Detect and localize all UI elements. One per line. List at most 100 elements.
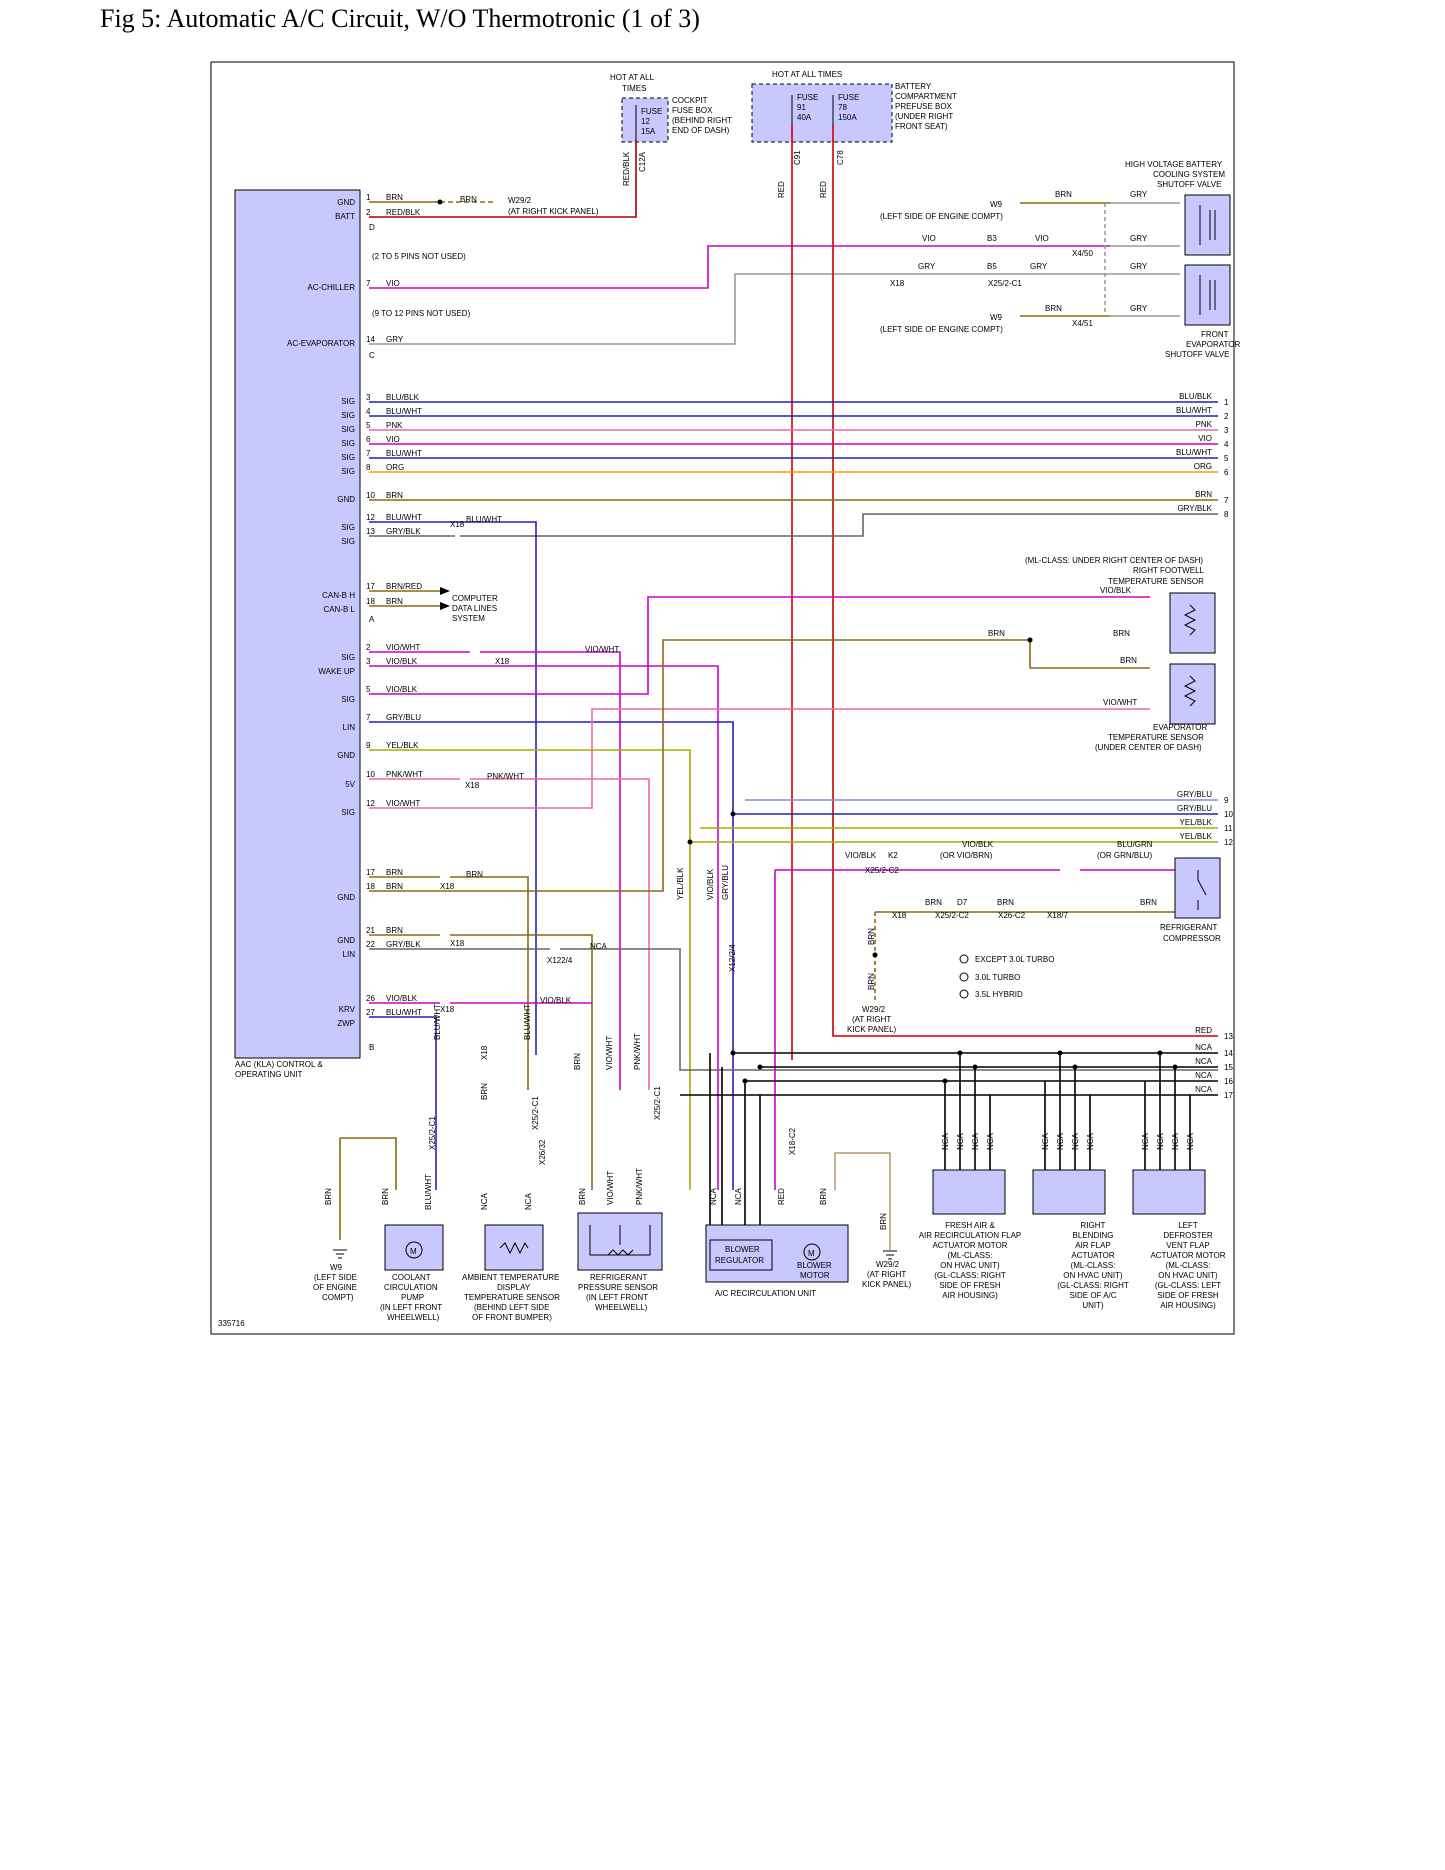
control-unit-pin-label: LIN [343, 950, 356, 959]
vertical-wire-label: RED [777, 1188, 786, 1205]
right-output-number: 8 [1224, 510, 1229, 519]
vertical-wire-label: X18-C2 [788, 1127, 797, 1155]
pin-number-b: 2 [366, 643, 371, 652]
right-output-number: 2 [1224, 412, 1229, 421]
w292-bottom-3: KICK PANEL) [862, 1280, 912, 1289]
control-unit-name: AAC (KLA) CONTROL & [235, 1060, 323, 1069]
right-output-number: 9 [1224, 796, 1229, 805]
vertical-wire-label: BRN [324, 1188, 333, 1205]
right-output-number: 17 [1224, 1091, 1233, 1100]
cockpit-box-3: (BEHIND RIGHT [672, 116, 732, 125]
pin-number-c: 7 [366, 279, 371, 288]
left-defrost-label: (GL-CLASS: LEFT [1155, 1281, 1221, 1290]
right-output-number: 3 [1224, 426, 1229, 435]
connector-x18: X18 [465, 781, 480, 790]
wire-color-a: ORG [386, 463, 404, 472]
evap-thermistor [1183, 675, 1197, 707]
wire-color-b: GRY/BLU [386, 713, 421, 722]
left-side-1: (LEFT SIDE OF ENGINE COMPT) [880, 212, 1003, 221]
gry-valve-2: GRY [1130, 234, 1148, 243]
right-output-number: 16 [1224, 1077, 1233, 1086]
hot-at-all-times-2: HOT AT ALL TIMES [772, 70, 842, 79]
wire-color-b: VIO/BLK [386, 994, 418, 1003]
junction-dots [437, 199, 1178, 1084]
vio-label-1: VIO [922, 234, 936, 243]
control-unit-pin-label: SIG [341, 467, 355, 476]
footwell-2: TEMPERATURE SENSOR [1108, 577, 1204, 586]
wire-label-vio-wht: VIO/WHT [585, 645, 619, 654]
control-unit-pin-label: GND [337, 893, 355, 902]
control-unit-pin-labels: GNDBATTAC-CHILLERAC-EVAPORATORSIGSIGSIGS… [287, 198, 356, 1028]
gry-valve-1: GRY [1130, 190, 1148, 199]
control-unit-pin-label: GND [337, 751, 355, 760]
actuator-nca-label: NCA [941, 1132, 950, 1150]
left-side-2: (LEFT SIDE OF ENGINE COMPT) [880, 325, 1003, 334]
pressure-2: PRESSURE SENSOR [578, 1283, 658, 1292]
wire-b27-bluwht [369, 1016, 437, 1190]
c12a-label: C12A [638, 151, 647, 172]
ambient-1: AMBIENT TEMPERATURE [462, 1273, 559, 1282]
vio-blk-footwell: VIO/BLK [1100, 586, 1132, 595]
computer-2: DATA LINES [452, 604, 497, 613]
left-defrost-label: (ML-CLASS: [1166, 1261, 1211, 1270]
battery-box-2: COMPARTMENT [895, 92, 957, 101]
connector-x18: X18 [495, 657, 510, 666]
right-output-number: 14 [1224, 1049, 1233, 1058]
wire-b5-vioblk [369, 596, 1150, 695]
vertical-wire-label: X18 [480, 1045, 489, 1060]
control-unit-pin-label: SIG [341, 808, 355, 817]
wire-color-b: VIO/BLK [386, 657, 418, 666]
vio-blk-k2: VIO/BLK [845, 851, 877, 860]
right-output-color: NCA [1195, 1071, 1213, 1080]
ml-class-note: (ML-CLASS: UNDER RIGHT CENTER OF DASH) [1025, 556, 1203, 565]
wire-b10-pnkwht [369, 778, 650, 1090]
right-output-number: 12 [1224, 838, 1233, 847]
hv-valve-box [1184, 194, 1231, 256]
pin-number-b: 21 [366, 926, 375, 935]
right-output-color: ORG [1194, 462, 1212, 471]
w9-top: W9 [990, 200, 1003, 209]
coolant-4: (IN LEFT FRONT [380, 1303, 442, 1312]
x25-2-c2-b: X25/2-C2 [935, 911, 969, 920]
blower-motor-m: M [808, 1249, 815, 1258]
wire-red-78 [832, 125, 1218, 1037]
fresh-air-label: ON HVAC UNIT) [940, 1261, 1000, 1270]
actuator-nca-label: NCA [956, 1132, 965, 1150]
wire-a12 [369, 521, 537, 1055]
hv-valve-3: SHUTOFF VALVE [1157, 180, 1221, 189]
wire-c7-vio [369, 245, 1110, 289]
control-unit-pin-label: SIG [341, 411, 355, 420]
w9-ground-symbol [333, 1249, 347, 1259]
compressor-1: REFRIGERANT [1160, 923, 1217, 932]
ambient-2: DISPLAY [497, 1283, 531, 1292]
pin-number-a: 4 [366, 407, 371, 416]
wire-b28-brn [339, 1137, 397, 1240]
connector-x122-4: X122/4 [547, 956, 573, 965]
vertical-wire-label: X25/2-C1 [428, 1116, 437, 1150]
blower-motor-symbol [803, 1243, 821, 1261]
blu-grn: BLU/GRN [1117, 840, 1153, 849]
fresh-air-label: FRESH AIR & [945, 1221, 995, 1230]
right-output-number: 10 [1224, 810, 1233, 819]
right-output-color: BLU/WHT [1176, 406, 1212, 415]
right-output-color: NCA [1195, 1043, 1213, 1052]
right-output-number: 13 [1224, 1032, 1233, 1041]
x18-c9: X18 [890, 279, 905, 288]
pressure-3: (IN LEFT FRONT [586, 1293, 648, 1302]
pin-number-b: 12 [366, 799, 375, 808]
right-output-color: RED [1195, 1026, 1212, 1035]
right-output-number: 15 [1224, 1063, 1233, 1072]
wire-color-b: BLU/WHT [386, 1008, 422, 1017]
pin-number-a: 12 [366, 513, 375, 522]
cockpit-box-4: END OF DASH) [672, 126, 730, 135]
battery-prefuse-box [751, 83, 893, 143]
pin-number-b: 3 [366, 657, 371, 666]
vertical-wire-label: BLU/WHT [424, 1174, 433, 1210]
fresh-air-label: (GL-CLASS: RIGHT [934, 1271, 1006, 1280]
wire-act-drops-2 [1044, 1053, 1091, 1170]
vertical-wire-label: BRN [879, 1213, 888, 1230]
brn-comp-1: BRN [925, 898, 942, 907]
actuator-nca-label: NCA [1141, 1132, 1150, 1150]
pin-number-d: 1 [366, 193, 371, 202]
fuse78-num: 78 [838, 103, 847, 112]
